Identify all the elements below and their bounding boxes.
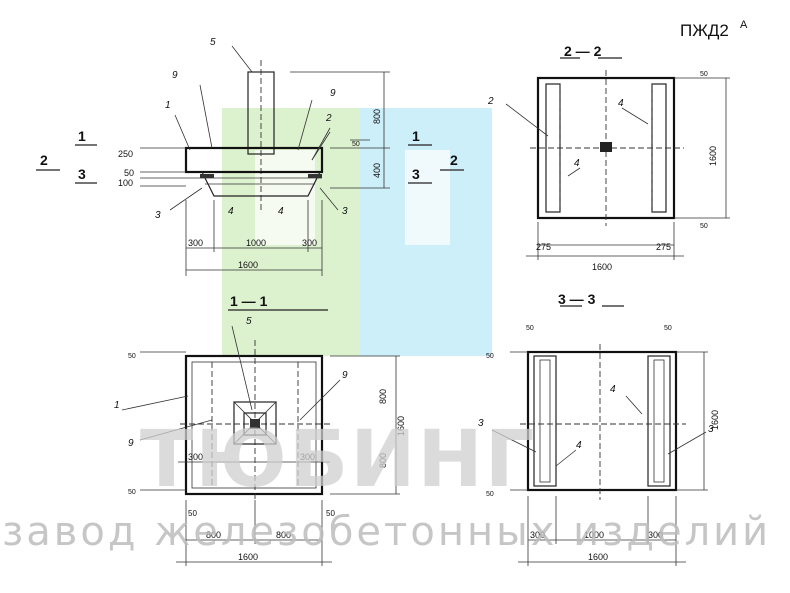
cut-mark-3-left: 3 <box>78 166 86 182</box>
callout-1-s11: 1 <box>114 400 120 411</box>
callout-9-elev-right: 9 <box>330 88 336 99</box>
callout-5-elev: 5 <box>210 37 216 48</box>
dim-800-elev: 800 <box>372 109 382 124</box>
cut-mark-2-right: 2 <box>450 152 458 168</box>
callout-3-elev-left: 3 <box>155 210 161 221</box>
callout-4-elev-left: 4 <box>228 206 234 217</box>
callout-5-s11: 5 <box>246 316 252 327</box>
dim-275-right: 275 <box>656 242 671 252</box>
drawing-title: ПЖД2 <box>680 21 729 40</box>
dim-50-s22-top: 50 <box>700 71 708 78</box>
dim-1000-s33: 1000 <box>584 530 604 540</box>
section-1-1-title: 1 — 1 <box>230 293 268 309</box>
cut-mark-3-right: 3 <box>412 166 420 182</box>
callout-4-s22-top: 4 <box>618 98 624 109</box>
dim-50-elev-right: 50 <box>352 141 360 148</box>
section-2-2-title: 2 — 2 <box>564 43 602 59</box>
callout-3-elev-right: 3 <box>342 206 348 217</box>
dim-1600-s22-vert: 1600 <box>708 146 718 166</box>
callout-9-s11-left: 9 <box>128 438 134 449</box>
dim-50-s33-top-left: 50 <box>526 325 534 332</box>
callout-4-s22-bottom: 4 <box>574 158 580 169</box>
dim-50-s33-side-bottom: 50 <box>486 491 494 498</box>
dim-50-s11-top: 50 <box>128 353 136 360</box>
watermark-logo <box>222 108 492 356</box>
dim-800-s11-left: 800 <box>206 530 221 540</box>
cut-mark-1-right: 1 <box>412 128 420 144</box>
dim-300-elev-left: 300 <box>188 238 203 248</box>
dim-100: 100 <box>118 178 133 188</box>
cut-mark-1-left: 1 <box>78 128 86 144</box>
callout-3-s33-left: 3 <box>478 418 484 429</box>
callout-9-s11-right: 9 <box>342 370 348 381</box>
callout-1-elev: 1 <box>165 100 171 111</box>
watermark-tagline: завод железобетонных изделий <box>2 509 771 555</box>
dim-50-s33-side-top: 50 <box>486 353 494 360</box>
dim-50-s11-bot: 50 <box>128 489 136 496</box>
callout-9-elev-left: 9 <box>172 70 178 81</box>
dim-300-s11-left: 300 <box>188 452 203 462</box>
callout-4-s33-bottom: 4 <box>576 440 582 451</box>
dim-300-s33-left: 300 <box>530 530 545 540</box>
dim-1600-s22: 1600 <box>592 262 612 272</box>
callout-3-s33-right: 3 <box>708 424 714 435</box>
watermark-brand: ТЮБИНГ <box>140 415 536 505</box>
dim-300-s11-right: 300 <box>300 452 315 462</box>
drawing-title-sup: А <box>740 19 748 31</box>
dim-50-s11-bottom-right: 50 <box>326 509 335 518</box>
dim-1600-s11-vert: 1600 <box>396 416 406 436</box>
cut-mark-2-left: 2 <box>40 152 48 168</box>
dim-800-s11-right: 800 <box>276 530 291 540</box>
dim-300-s33-right: 300 <box>648 530 663 540</box>
elevation-view <box>36 45 464 276</box>
dim-250: 250 <box>118 149 133 159</box>
dim-1600-s11: 1600 <box>238 552 258 562</box>
dim-50-elev: 50 <box>124 168 134 178</box>
dim-50-s11-bottom-left: 50 <box>188 509 197 518</box>
dim-275-left: 275 <box>536 242 551 252</box>
dim-1600-s33: 1600 <box>588 552 608 562</box>
callout-2-s22: 2 <box>487 96 494 107</box>
section-3-3-view <box>491 305 708 566</box>
callout-4-s33-top: 4 <box>610 384 616 395</box>
dim-800-s11-vert-bottom: 800 <box>378 453 388 468</box>
dim-800-s11-vert-top: 800 <box>378 389 388 404</box>
section-1-1-view <box>121 309 400 566</box>
dim-300-elev-right: 300 <box>302 238 317 248</box>
dim-50-s33-top-right: 50 <box>664 325 672 332</box>
dim-1000-elev: 1000 <box>246 238 266 248</box>
dim-400-elev: 400 <box>372 163 382 178</box>
callout-2-elev: 2 <box>325 113 332 124</box>
section-3-3-title: 3 — 3 <box>558 291 596 307</box>
section-2-2-view <box>505 57 730 260</box>
dim-1600-s33-vert: 1600 <box>710 410 720 430</box>
dim-1600-elev: 1600 <box>238 260 258 270</box>
callout-4-elev-right: 4 <box>278 206 284 217</box>
dim-50-s22-bottom: 50 <box>700 223 708 230</box>
